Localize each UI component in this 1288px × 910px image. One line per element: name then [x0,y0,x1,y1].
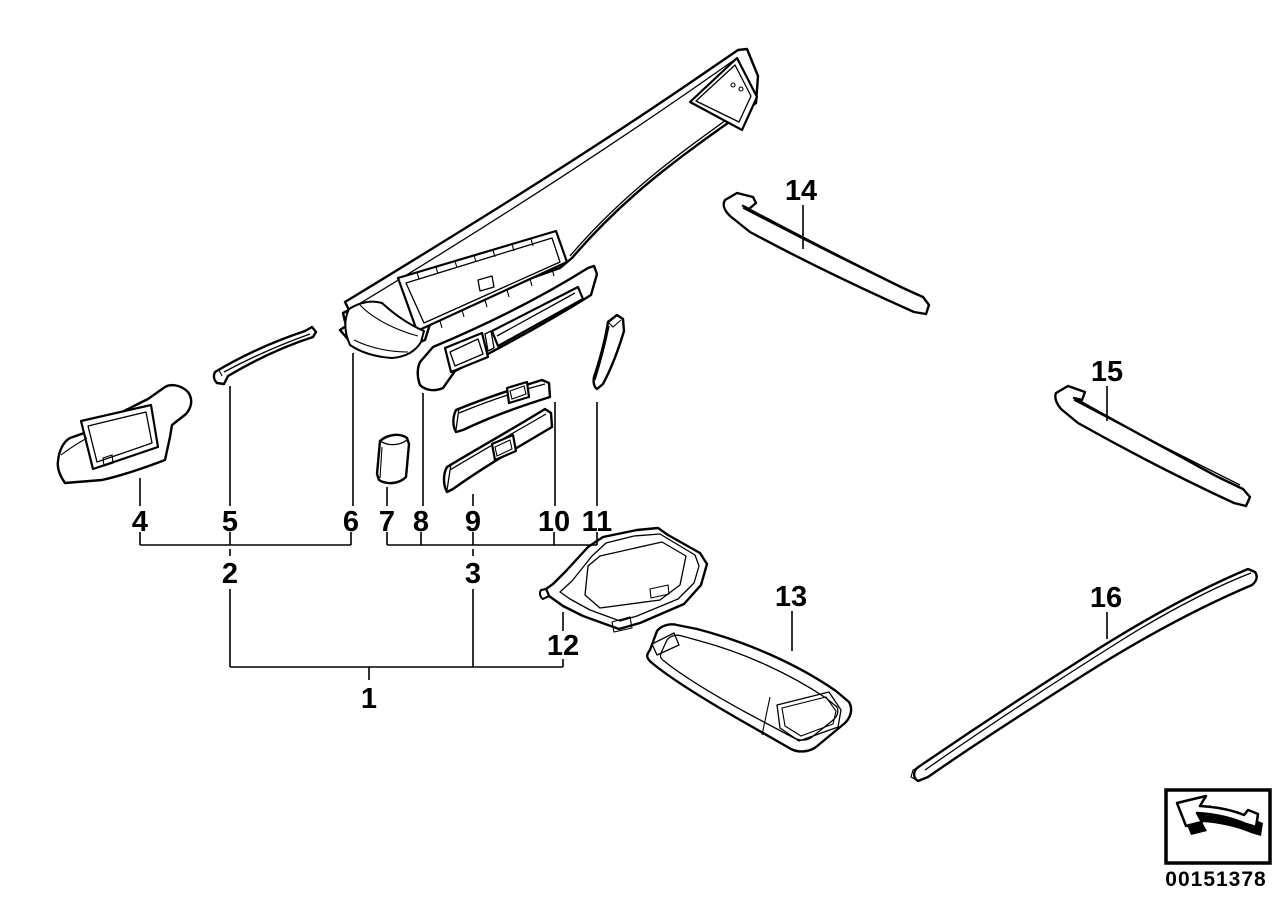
door-trim-strip-front [722,191,931,316]
callout-label-11[interactable]: 11 [582,506,613,538]
strip5-outline [212,325,318,386]
frame-hatch-ticks [416,238,555,329]
panel4-thickness-line [60,437,88,456]
callout-label-5[interactable]: 5 [222,506,238,538]
sliver-notch [607,319,622,328]
callout-label-3[interactable]: 3 [465,558,481,590]
trim-strip-upper [452,378,552,434]
strip5-end-notch [218,369,223,377]
footer-stamp: 00151378 [1164,788,1272,891]
tray-bottom-tab [611,616,633,633]
strip14-outline [722,191,931,316]
bracket-group-3 [386,532,598,556]
dash-end-panel-left [56,383,193,485]
callout-label-8[interactable]: 8 [413,506,429,538]
door-trim-strip-rear [1054,384,1252,508]
strip-edge-line [458,383,546,414]
dashboard-end-cap [344,300,425,359]
callout-label-7[interactable]: 7 [379,506,395,538]
panel4-opening-inner [87,411,153,463]
console-cup-cutout [651,632,680,656]
panel-divider [484,330,495,352]
switch-cover-block [375,433,411,485]
callout-label-4[interactable]: 4 [132,506,148,538]
dashboard-center-opening-inner [405,237,561,324]
callout-label-16[interactable]: 16 [1090,582,1122,614]
tray-left-hook [538,588,550,600]
strip15-outline [1054,384,1252,508]
tray-floor [584,541,687,609]
strip-end-face [446,463,452,491]
strip-button-inner [509,385,527,400]
center-dash-panel [416,264,599,392]
callout-label-1[interactable]: 1 [361,683,377,715]
bracket-group-2 [139,532,352,556]
strip14-edge-line [742,207,918,296]
callout-label-6[interactable]: 6 [343,506,359,538]
end-cap-curve [359,304,419,337]
callout-label-2[interactable]: 2 [222,558,238,590]
trim-strip-lower [442,407,554,494]
console-divider [761,696,771,736]
strip16-outline [912,567,1258,783]
callout-leader-lines [139,205,1108,680]
block-top-face [379,439,408,446]
image-code: 00151378 [1165,868,1266,891]
side-trim-sliver [592,313,626,391]
callout-label-12[interactable]: 12 [547,630,579,662]
console-tray [538,526,709,633]
console-panel [646,623,853,753]
tray-rim [559,533,700,622]
panel4-opening [79,403,160,471]
console-subpanel-inner [781,696,837,737]
strip-button [505,380,531,405]
panel-small-opening [443,331,490,374]
curved-trim-strip [910,567,1258,783]
console-outline [646,623,853,753]
latch-detail [477,275,495,292]
dashboard-right-opening-inner [695,64,752,123]
screw-dot [730,82,736,88]
strip-end-face [455,407,460,431]
console-subpanel [776,691,842,742]
callout-label-10[interactable]: 10 [538,506,570,538]
console-inner-frame [659,634,839,741]
screw-dot [738,86,744,92]
callout-label-14[interactable]: 14 [785,175,817,207]
tray-latch [649,584,670,599]
strip5-edge-line [223,333,311,373]
3d-arrow-icon [1175,794,1263,836]
dashboard-trim-assembly [338,47,760,359]
panel-small-opening-inner [449,338,484,367]
strip-button-inner [494,439,513,457]
block-outline [375,433,411,485]
callout-label-9[interactable]: 9 [465,506,481,538]
bracket-group-1 [229,589,564,680]
strip16-end-hook [910,767,919,782]
callout-label-13[interactable]: 13 [775,581,807,613]
strip16-edge-line [924,572,1252,771]
block-edge [379,446,383,479]
callout-label-15[interactable]: 15 [1091,356,1123,388]
panel-radio-slot-inner [496,292,576,337]
strip15-edge-line [1073,399,1241,486]
sliver-outline [592,313,626,391]
sliver-edge-line [594,325,610,381]
dash-strip-left [212,325,318,386]
end-cap-curve [353,339,409,353]
tray-outline [544,526,709,631]
dashboard-center-opening [396,229,569,333]
callout-labels: 1 2 3 4 5 6 7 8 9 10 11 12 13 14 15 16 [132,175,1123,715]
panel4-notch [102,454,114,467]
